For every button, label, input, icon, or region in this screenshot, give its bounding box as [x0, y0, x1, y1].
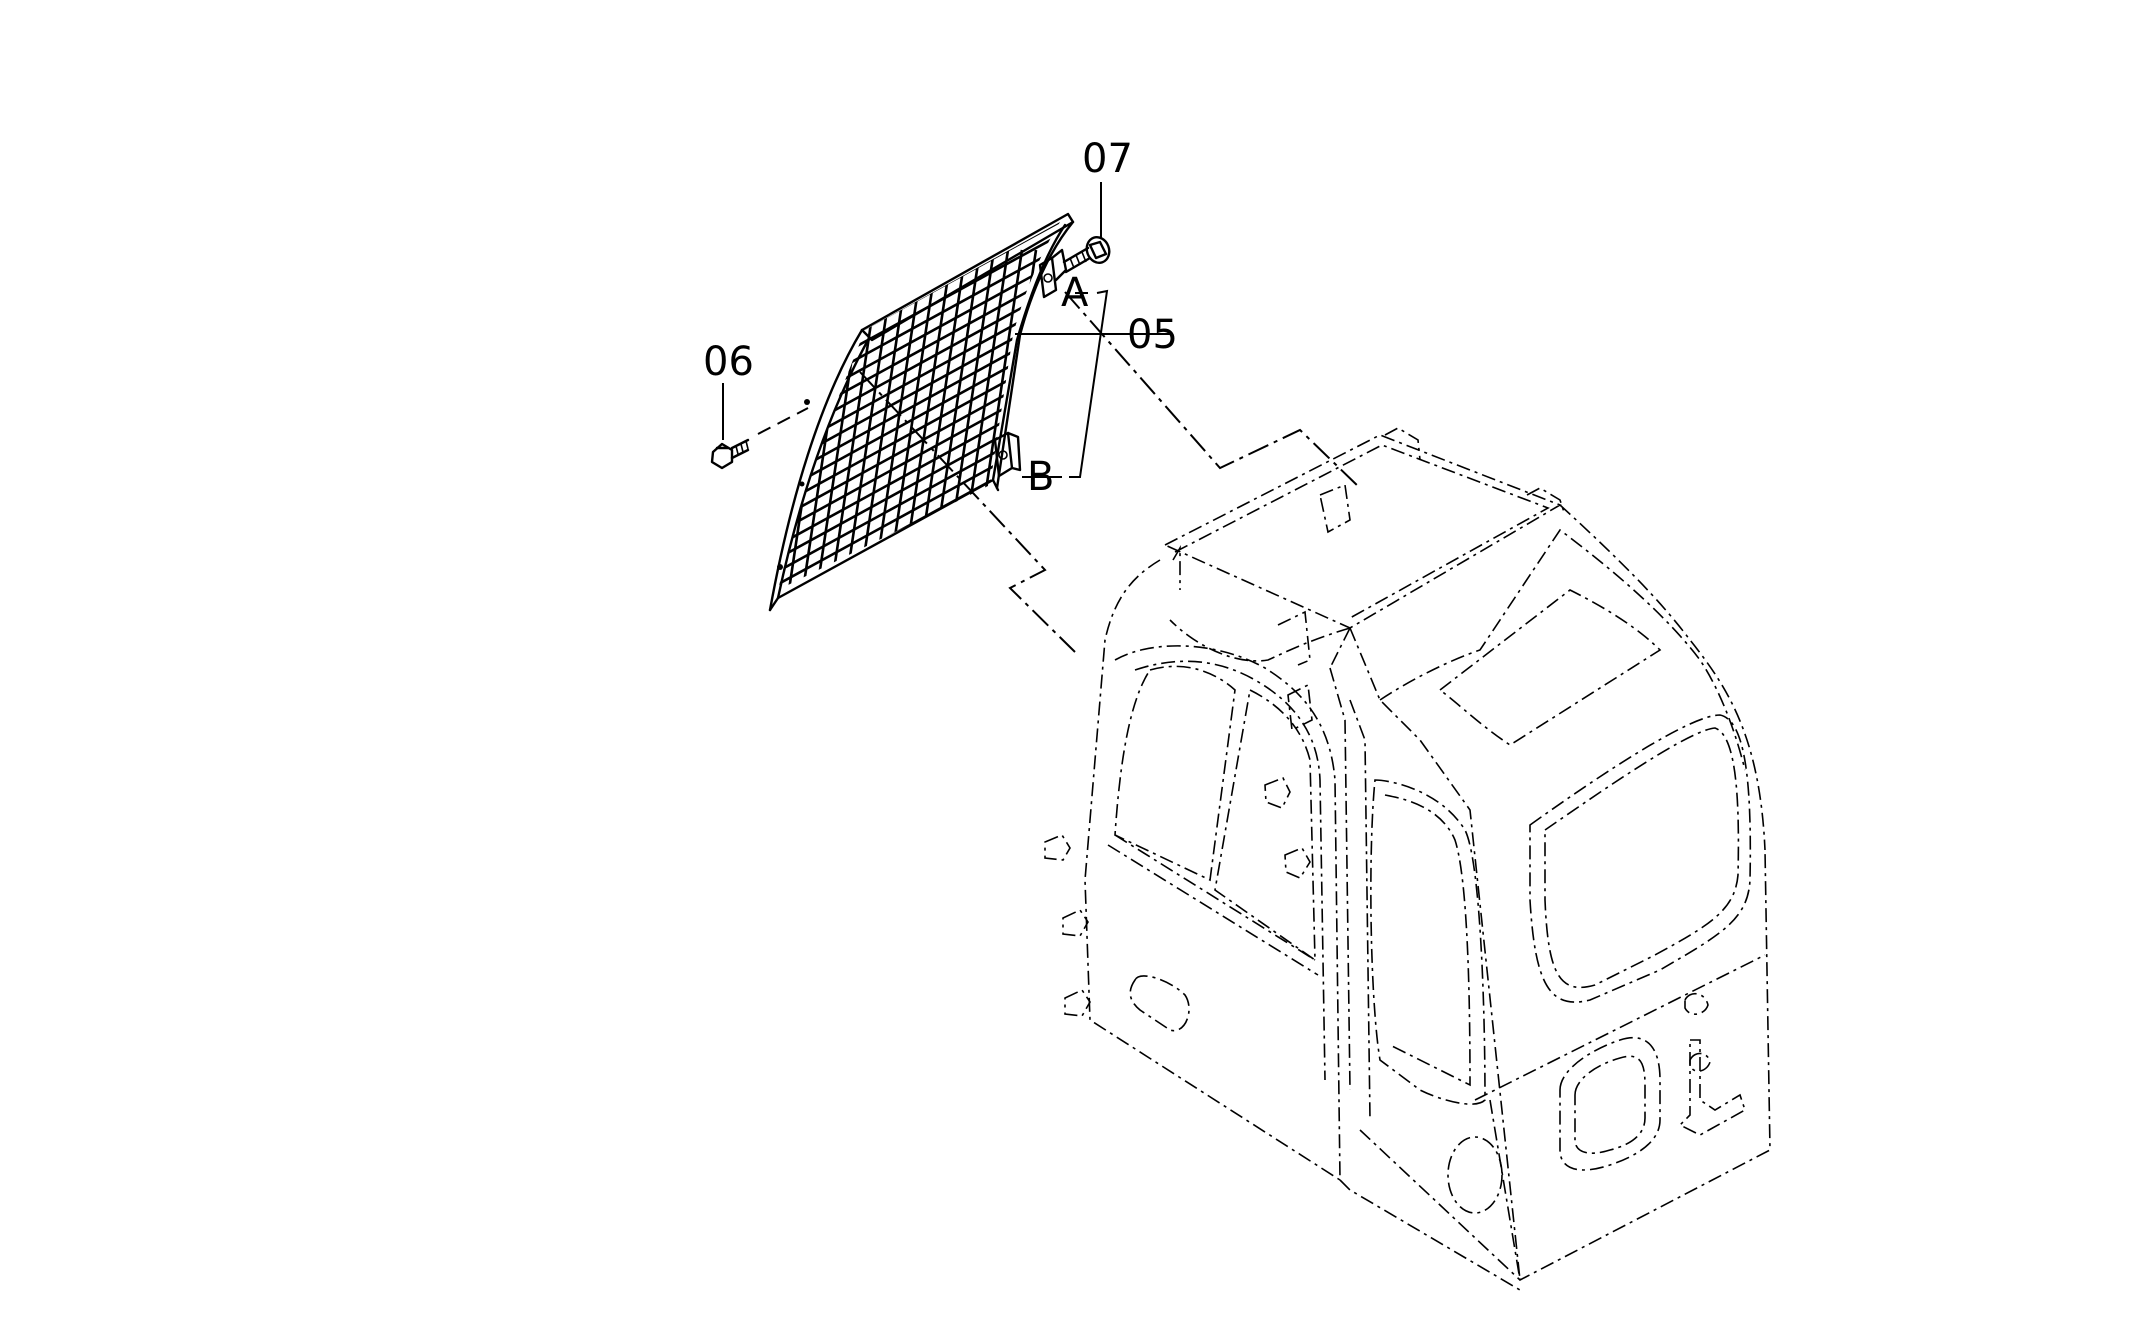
mesh-wire — [700, 0, 1120, 159]
mesh-wire — [778, 330, 1060, 564]
label-part-06: 06 — [703, 339, 754, 385]
mesh-wire — [778, 222, 1060, 408]
mesh-wire — [570, 250, 630, 650]
label-part-05: 05 — [1127, 312, 1178, 358]
mesh-wire — [1186, 250, 1246, 650]
cab-outline — [1044, 427, 1771, 1291]
mesh-wire — [792, 249, 856, 590]
mesh-wire — [778, 343, 1060, 577]
mesh-wire — [700, 605, 1120, 835]
guard-rivets — [777, 399, 810, 570]
mesh-wire — [778, 525, 1060, 590]
label-part-07: 07 — [1082, 136, 1133, 182]
guard-frame-inner — [776, 338, 870, 600]
mesh-wire — [700, 0, 1120, 198]
mesh-wire — [710, 250, 770, 650]
mesh-wire — [1088, 250, 1148, 650]
mesh-wire — [778, 499, 1060, 590]
mesh-wire — [514, 250, 574, 650]
mesh-wire — [542, 250, 602, 650]
mesh-wire — [778, 447, 1060, 590]
mesh-wire — [700, 644, 1120, 874]
mesh-wire — [700, 0, 1120, 133]
mesh-wire — [700, 657, 1120, 887]
mesh-wire — [612, 250, 672, 650]
mesh-wire — [598, 250, 658, 650]
mesh-wire — [1172, 250, 1232, 650]
mesh-wire — [778, 577, 1060, 590]
mesh-wire — [700, 0, 1120, 185]
mesh-wire — [778, 551, 1060, 590]
guard-mesh — [500, 0, 1246, 887]
mesh-wire — [778, 222, 1060, 447]
mesh-wire — [700, 0, 1120, 146]
mesh-wire — [778, 222, 1060, 226]
mesh-wire — [668, 250, 728, 650]
mesh-wire — [778, 473, 1060, 590]
guard-frame-bottom — [768, 478, 1000, 612]
mesh-wire — [778, 265, 1060, 499]
mesh-wire — [862, 249, 926, 590]
mesh-wire — [778, 512, 1060, 590]
mesh-wire — [1130, 250, 1190, 650]
mesh-wire — [778, 222, 1060, 343]
mesh-wire — [778, 382, 1060, 590]
mesh-wire — [654, 250, 714, 650]
bolt-06 — [710, 407, 809, 470]
guard-frame-top — [860, 220, 1075, 490]
bracket-b — [993, 431, 1022, 478]
mesh-wire — [500, 250, 560, 650]
mesh-wire — [834, 249, 898, 590]
mesh-wire — [584, 250, 644, 650]
mesh-wire — [778, 249, 828, 590]
mesh-wire — [640, 250, 700, 650]
bolt-07 — [1062, 236, 1111, 274]
mesh-wire — [1158, 250, 1218, 650]
mesh-wire — [1144, 250, 1204, 650]
mesh-wire — [778, 356, 1060, 590]
mesh-wire — [778, 434, 1060, 590]
mesh-wire — [528, 250, 588, 650]
bracket-a — [1038, 248, 1068, 299]
mesh-wire — [700, 618, 1120, 848]
mesh-wire — [778, 278, 1060, 512]
mesh-wire — [778, 222, 1060, 252]
mesh-wire — [700, 0, 1120, 172]
mesh-wire — [778, 222, 1060, 278]
mesh-wire — [778, 222, 1060, 265]
mesh-wire — [778, 421, 1060, 590]
mesh-wire — [778, 222, 1060, 369]
mesh-wire — [778, 538, 1060, 590]
mesh-wire — [556, 250, 616, 650]
mesh-wire — [626, 250, 686, 650]
guard-screen — [500, 0, 1246, 887]
mesh-wire — [778, 222, 1060, 330]
mesh-wire — [778, 222, 1060, 239]
leader-lines — [722, 182, 1361, 653]
mesh-wire — [700, 0, 1120, 211]
mesh-wire — [700, 631, 1120, 861]
label-point-b: B — [1027, 454, 1054, 500]
mesh-wire — [778, 460, 1060, 590]
mesh-wire — [778, 369, 1060, 590]
label-point-a: A — [1061, 270, 1089, 316]
mesh-wire — [778, 222, 1060, 304]
callout-labels: 07 06 05 A B — [703, 136, 1178, 500]
guard-frame-outer — [768, 212, 1075, 612]
mesh-wire — [700, 592, 1120, 822]
mesh-wire — [700, 0, 1120, 120]
mesh-wire — [778, 564, 1060, 590]
mesh-wire — [778, 249, 814, 590]
mesh-wire — [1102, 250, 1162, 650]
mesh-wire — [778, 291, 1060, 525]
